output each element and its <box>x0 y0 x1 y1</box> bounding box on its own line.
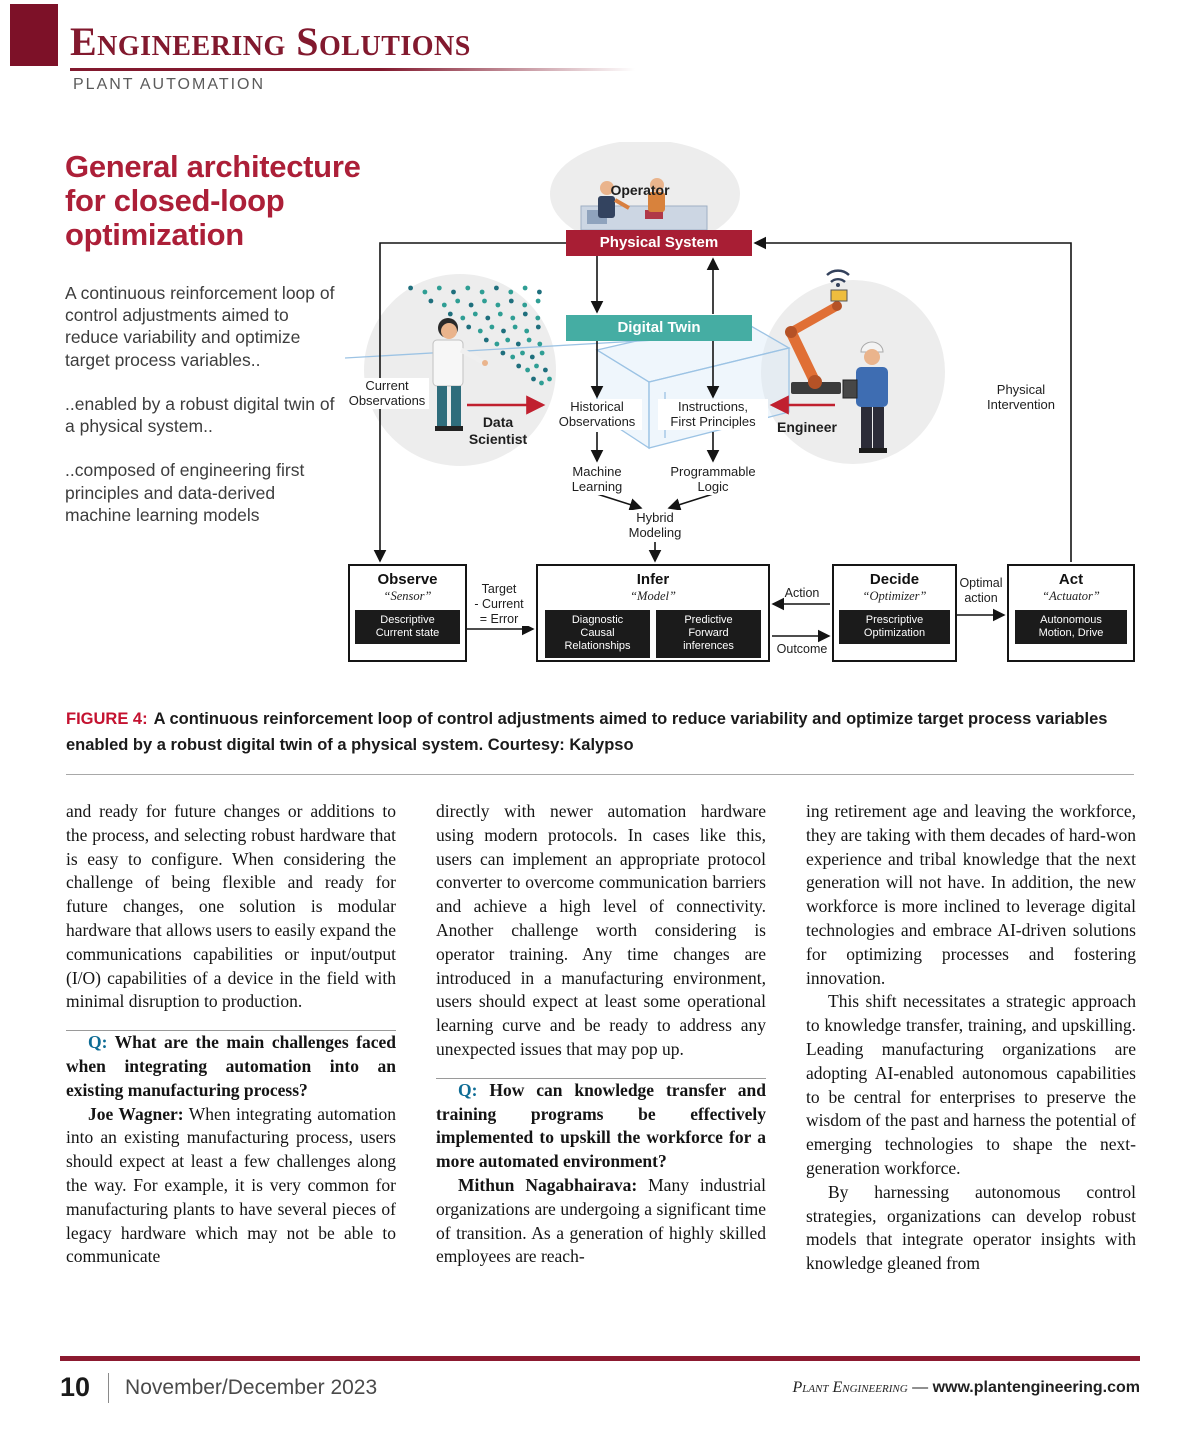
decide-chip: Prescriptive Optimization <box>839 610 950 645</box>
category-label: PLANT AUTOMATION <box>73 76 266 93</box>
infer-title: Infer <box>636 571 670 588</box>
robot-arm-icon <box>785 269 850 394</box>
qa-divider <box>66 1030 396 1032</box>
footer-rule <box>60 1356 1140 1361</box>
current-observations-label: Current Observations <box>345 378 429 409</box>
act-title: Act <box>1058 571 1084 588</box>
column-3: ing retirement age and leaving the workf… <box>806 800 1136 1276</box>
figure-intro-paragraph: A continuous reinforcement loop of contr… <box>65 283 335 370</box>
article-body: and ready for future changes or addition… <box>66 800 1136 1276</box>
digital-twin-banner: Digital Twin <box>566 315 752 341</box>
action-label: Action <box>784 586 820 600</box>
decide-box: Decide “Optimizer” Prescriptive Optimiza… <box>832 564 957 662</box>
figure-intro-paragraph: ..enabled by a robust digital twin of a … <box>65 393 335 437</box>
qa-divider <box>436 1077 766 1079</box>
engineer-figure <box>842 341 888 453</box>
body-paragraph: ing retirement age and leaving the workf… <box>806 801 1136 988</box>
answer-1: Joe Wagner: When integrating automation … <box>66 1103 396 1270</box>
optimal-action-label: Optimal action <box>959 576 1003 605</box>
footer: 10 November/December 2023 Plant Engineer… <box>60 1372 1140 1403</box>
q-text: What are the main challenges faced when … <box>66 1032 396 1100</box>
q-label: Q: <box>88 1032 108 1053</box>
data-scientist-figure <box>432 318 488 431</box>
answer-text: Many industrial organizations are underg… <box>436 1174 766 1267</box>
publication-url: www.plantengineering.com <box>932 1378 1140 1396</box>
act-subtitle: “Actuator” <box>1042 589 1100 603</box>
publication-separator: — <box>907 1378 933 1396</box>
publication-info: Plant Engineering — www.plantengineering… <box>792 1379 1140 1397</box>
decide-subtitle: “Optimizer” <box>862 589 927 603</box>
observe-subtitle: “Sensor” <box>383 589 432 603</box>
physical-intervention-label: Physical Intervention <box>987 382 1055 413</box>
body-paragraph: directly with newer automation hardware … <box>436 801 766 1059</box>
q-label: Q: <box>458 1079 478 1100</box>
section-title: Engineering Solutions <box>70 19 471 64</box>
publication-name: Plant Engineering <box>792 1378 908 1396</box>
figure-caption-text: A continuous reinforcement loop of contr… <box>66 710 1108 755</box>
engineer-label: Engineer <box>777 419 837 435</box>
infer-subtitle: “Model” <box>630 589 676 603</box>
body-paragraph: and ready for future changes or addition… <box>66 801 396 1012</box>
outcome-label: Outcome <box>776 642 828 656</box>
decide-title: Decide <box>869 571 920 588</box>
act-chip: Autonomous Motion, Drive <box>1014 610 1128 645</box>
flow-arrows <box>373 236 1072 643</box>
body-paragraph: This shift necessitates a strategic appr… <box>806 991 1136 1178</box>
machine-learning-label: Machine Learning <box>557 464 637 495</box>
data-points-funnel <box>408 285 552 386</box>
infer-chip-diagnostic: Diagnostic Causal Relationships <box>545 610 650 658</box>
observe-chip: Descriptive Current state <box>355 610 460 645</box>
answer-text: When integrating automation into an exis… <box>66 1103 396 1267</box>
programmable-logic-label: Programmable Logic <box>663 464 763 495</box>
physical-system-banner: Physical System <box>566 230 752 256</box>
figure-intro-paragraph: ..composed of engineering first principl… <box>65 460 305 525</box>
figure-caption: FIGURE 4:A continuous reinforcement loop… <box>66 706 1138 759</box>
answer-2: Mithun Nagabhairava: Many industrial org… <box>436 1174 766 1269</box>
page-number: 10 <box>60 1372 91 1402</box>
speaker-name: Mithun Nagabhairava: <box>458 1174 638 1195</box>
figure-headline: General architecture for closed-loop opt… <box>65 149 361 253</box>
issue-date: November/December 2023 <box>125 1375 378 1399</box>
section-divider <box>66 774 1134 775</box>
q-text: How can knowledge transfer and training … <box>436 1079 766 1172</box>
observe-box: Observe “Sensor” Descriptive Current sta… <box>348 564 467 662</box>
masthead-rule <box>70 68 635 71</box>
figure-4: General architecture for closed-loop opt… <box>62 142 1152 702</box>
closed-loop-diagram: Physical System Digital Twin Operator Cu… <box>345 142 1150 702</box>
body-paragraph: By harnessing autonomous control strateg… <box>806 1181 1136 1274</box>
data-scientist-label: Data Scientist <box>468 414 528 447</box>
corner-block <box>10 4 58 66</box>
act-box: Act “Actuator” Autonomous Motion, Drive <box>1007 564 1135 662</box>
hybrid-modeling-label: Hybrid Modeling <box>617 510 693 541</box>
figure-caption-label: FIGURE 4: <box>66 710 148 728</box>
question-2: Q: How can knowledge transfer and traini… <box>436 1079 766 1174</box>
historical-observations-label: Historical Observations <box>552 399 642 430</box>
question-1: Q: What are the main challenges faced wh… <box>66 1031 396 1102</box>
infer-box: Infer “Model” Diagnostic Causal Relation… <box>536 564 770 662</box>
operator-label: Operator <box>610 182 670 198</box>
infer-chip-predictive: Predictive Forward inferences <box>656 610 761 658</box>
column-2: directly with newer automation hardware … <box>436 800 766 1276</box>
footer-divider <box>108 1372 110 1403</box>
column-1: and ready for future changes or addition… <box>66 800 396 1276</box>
figure-intro: A continuous reinforcement loop of contr… <box>65 282 337 548</box>
instructions-first-principles-label: Instructions, First Principles <box>658 399 768 430</box>
target-error-label: Target - Current = Error <box>469 582 529 627</box>
observe-title: Observe <box>377 571 438 588</box>
speaker-name: Joe Wagner: <box>88 1103 184 1124</box>
